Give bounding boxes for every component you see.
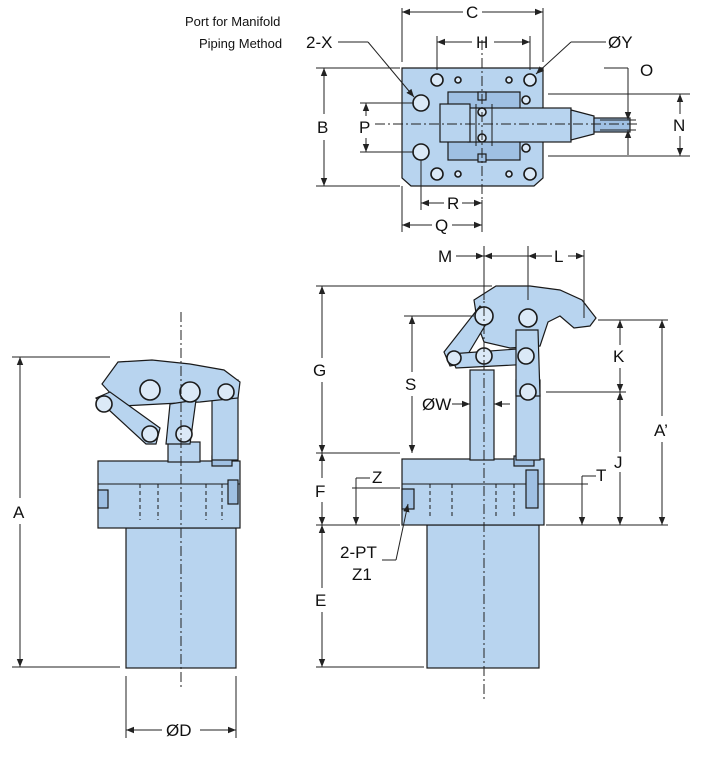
- side-view-plug: [97, 489, 109, 509]
- dimension-label-e: E: [315, 591, 326, 610]
- front-view-cylinder: [426, 524, 540, 669]
- dimension-label-s: S: [405, 375, 416, 394]
- front-view: [401, 252, 597, 700]
- dimension-label-a: A: [13, 503, 25, 522]
- dimension-label-c: C: [466, 3, 478, 22]
- side-view-pin: [179, 381, 201, 403]
- dimension-label-f: F: [315, 482, 325, 501]
- top-view-link: [439, 103, 471, 143]
- side-view: [94, 312, 241, 688]
- dimension-label-y: ØY: [608, 33, 633, 52]
- dimension-label-o: O: [640, 61, 653, 80]
- top-view-bolt-hole: [523, 73, 537, 87]
- dimension-label-n: N: [673, 116, 685, 135]
- side-view-plug: [227, 479, 239, 505]
- dimension-label-p: P: [359, 118, 370, 137]
- top-view-pin: [521, 95, 531, 105]
- front-view-plug: [525, 469, 539, 509]
- side-view-pin: [141, 425, 159, 443]
- top-view-bolt-hole: [523, 167, 537, 181]
- side-view-dimensions: A ØD: [12, 356, 237, 740]
- dimension-label-m: M: [438, 247, 452, 266]
- dimension-label-b: B: [317, 118, 328, 137]
- front-view-pin: [517, 347, 535, 365]
- front-view-dimensions: M L G S ØW K J A’: [313, 246, 668, 668]
- top-view-bolt-hole: [430, 167, 444, 181]
- port-note-line3: 2-X: [306, 33, 332, 52]
- front-view-pin: [446, 350, 462, 366]
- pt-note-line2: Z1: [352, 565, 372, 584]
- dimension-label-q: Q: [435, 216, 448, 235]
- port-note-line1: Port for Manifold: [185, 14, 280, 29]
- dimension-label-h: H: [476, 33, 488, 52]
- top-view-pin: [521, 143, 531, 153]
- top-view-dimensions: C H ØY O N B P: [185, 3, 690, 235]
- port-note-line2: Piping Method: [199, 36, 282, 51]
- dimension-label-k: K: [613, 347, 625, 366]
- top-view-bolt-hole: [430, 73, 444, 87]
- side-view-pin: [95, 395, 113, 413]
- top-view-small-hole: [454, 76, 462, 84]
- dimension-label-g: G: [313, 361, 326, 380]
- dimension-label-l: L: [554, 247, 563, 266]
- side-view-pin: [139, 379, 161, 401]
- front-view-pin: [519, 383, 537, 401]
- top-view-port-hole: [412, 143, 430, 161]
- top-view-small-hole: [505, 76, 513, 84]
- dimension-label-j: J: [614, 453, 623, 472]
- dimension-label-z: Z: [372, 468, 382, 487]
- dimension-label-a-prime: A’: [654, 421, 668, 440]
- top-view-small-hole: [454, 170, 462, 178]
- side-view-body: [167, 441, 201, 463]
- front-view-flange: [401, 458, 545, 526]
- top-view: [375, 40, 640, 200]
- pt-note-line1: 2-PT: [340, 543, 377, 562]
- side-view-arm: [101, 359, 241, 407]
- dimension-label-d: ØD: [166, 721, 192, 740]
- dimension-label-w: ØW: [422, 395, 451, 414]
- top-view-arm-nose: [593, 117, 631, 133]
- front-view-pin: [518, 308, 538, 328]
- side-view-flange: [97, 460, 241, 529]
- top-view-arm-tip: [570, 109, 595, 141]
- dimension-label-t: T: [596, 466, 606, 485]
- dimension-label-r: R: [447, 194, 459, 213]
- side-view-pin: [175, 425, 193, 443]
- top-view-small-hole: [505, 170, 513, 178]
- side-view-pin: [217, 383, 235, 401]
- front-view-column: [469, 369, 495, 461]
- top-view-port-hole: [412, 94, 430, 112]
